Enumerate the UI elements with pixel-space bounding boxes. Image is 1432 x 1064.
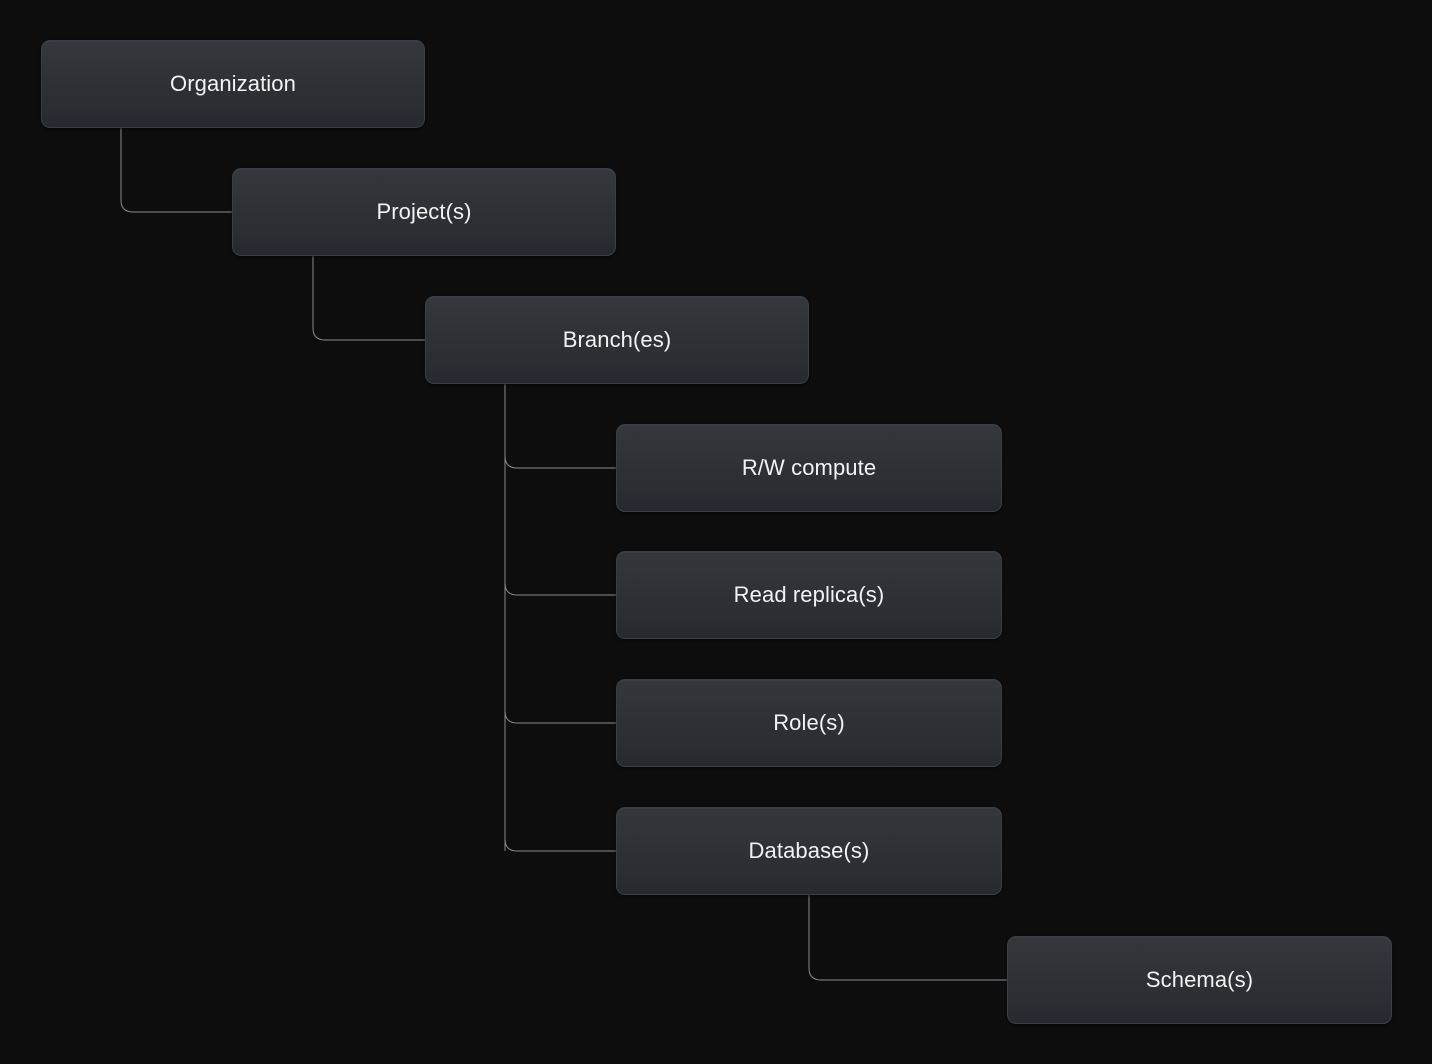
node-label-read-replica: Read replica(s) — [733, 582, 885, 607]
edge-organization-to-project — [120, 128, 232, 213]
edge-branch-to-role — [504, 710, 616, 724]
node-rw-compute[interactable]: R/W compute — [616, 424, 1002, 512]
edge-project-to-branch — [312, 256, 425, 341]
node-schema[interactable]: Schema(s) — [1007, 936, 1392, 1024]
node-database[interactable]: Database(s) — [616, 807, 1002, 895]
node-label-organization: Organization — [170, 71, 296, 96]
node-project[interactable]: Project(s) — [232, 168, 616, 256]
node-label-rw-compute: R/W compute — [741, 455, 877, 480]
node-label-project: Project(s) — [376, 199, 472, 224]
node-label-database: Database(s) — [748, 838, 870, 863]
node-label-branch: Branch(es) — [562, 327, 672, 352]
edge-branch-to-database — [504, 838, 616, 852]
edge-branch-to-rw-compute — [504, 455, 616, 469]
edge-branch-to-read-replica — [504, 582, 616, 596]
edge-database-to-schema — [808, 895, 1007, 981]
node-role[interactable]: Role(s) — [616, 679, 1002, 767]
node-organization[interactable]: Organization — [41, 40, 425, 128]
node-label-schema: Schema(s) — [1145, 967, 1254, 992]
node-branch[interactable]: Branch(es) — [425, 296, 809, 384]
node-read-replica[interactable]: Read replica(s) — [616, 551, 1002, 639]
node-label-role: Role(s) — [773, 710, 845, 735]
